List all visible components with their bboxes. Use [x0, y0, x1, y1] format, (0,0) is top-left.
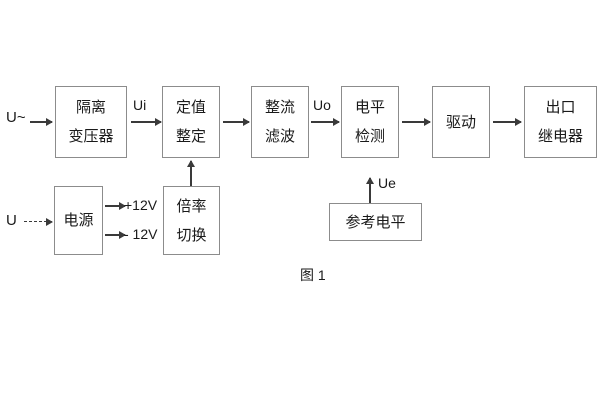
- block-isolation-transformer: 隔离 变压器: [55, 86, 127, 158]
- block-level-detection-line2: 检测: [354, 128, 385, 145]
- arrow-drive-to-output-relay: [493, 121, 521, 123]
- arrow-power-supply-pos12v: [105, 205, 125, 207]
- arrow-setting-value-to-rectifier-filter: [223, 121, 249, 123]
- block-rectifier-filter-line1: 整流: [264, 99, 295, 116]
- block-power-supply: 电源: [54, 186, 103, 255]
- block-isolation-transformer-line2: 变压器: [68, 128, 114, 145]
- block-rectifier-filter-line2: 滤波: [264, 128, 295, 145]
- block-power-supply-line1: 电源: [63, 212, 94, 229]
- signal-ue-label: Ue: [378, 175, 396, 191]
- block-drive-line1: 驱动: [445, 113, 476, 131]
- arrow-power-supply-neg12v: [105, 234, 125, 236]
- input-ac-label: U~: [6, 109, 26, 126]
- block-level-detection: 电平 检测: [341, 86, 399, 158]
- arrow-level-detection-to-drive: [402, 121, 430, 123]
- neg12v-label: - 12V: [124, 226, 158, 242]
- arrow-reference-level-to-level-detection: [369, 178, 371, 203]
- pos12v-label: +12V: [124, 197, 158, 213]
- input-dc-label: U: [6, 212, 17, 229]
- block-drive: 驱动: [432, 86, 490, 158]
- figure-caption: 图 1: [300, 267, 326, 283]
- block-setting-value: 定值 整定: [162, 86, 220, 158]
- block-reference-level: 参考电平: [329, 203, 422, 241]
- block-reference-level-line1: 参考电平: [345, 213, 406, 231]
- block-output-relay-line1: 出口: [545, 99, 576, 116]
- arrow-multiplier-switch-to-setting-value: [190, 161, 192, 186]
- block-multiplier-switch-line1: 倍率: [176, 197, 207, 215]
- block-output-relay: 出口 继电器: [524, 86, 597, 158]
- block-isolation-transformer-line1: 隔离: [75, 99, 106, 116]
- arrow-input-dc-to-power-supply: [24, 221, 52, 222]
- arrow-rectifier-filter-to-level-detection: [311, 121, 339, 123]
- block-setting-value-line1: 定值: [175, 99, 206, 116]
- block-level-detection-line1: 电平: [354, 99, 385, 116]
- block-output-relay-line2: 继电器: [537, 128, 583, 145]
- block-multiplier-switch-line2: 切换: [176, 226, 207, 244]
- signal-uo-label: Uo: [313, 97, 331, 113]
- block-setting-value-line2: 整定: [175, 128, 206, 145]
- block-multiplier-switch: 倍率 切换: [163, 186, 220, 255]
- arrow-isolation-transformer-to-setting-value: [131, 121, 161, 123]
- block-rectifier-filter: 整流 滤波: [251, 86, 309, 158]
- signal-ui-label: Ui: [133, 97, 147, 113]
- arrow-input-ac-to-isolation-transformer: [30, 121, 52, 123]
